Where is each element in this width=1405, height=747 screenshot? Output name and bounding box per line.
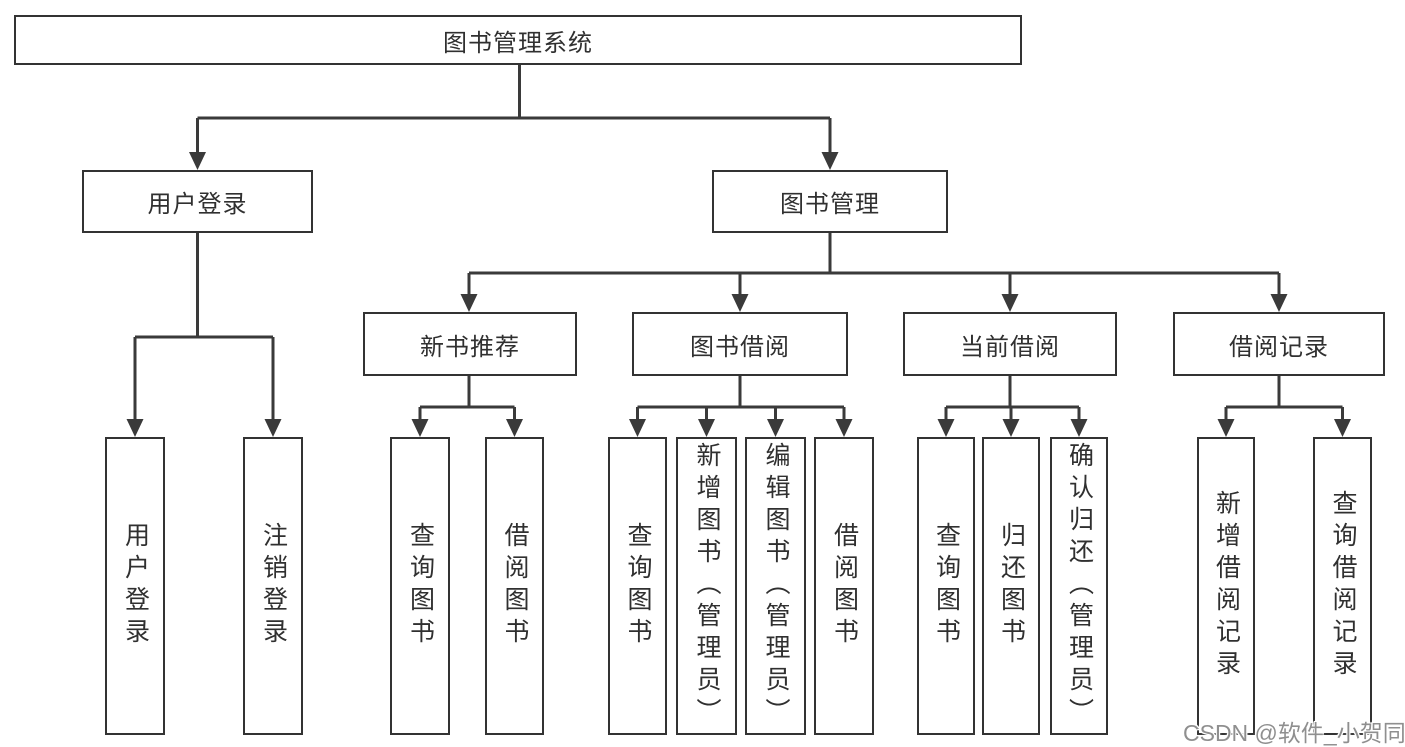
leaf-user-login: 用户登录	[105, 437, 165, 735]
edge-borrow-records-to-leaves	[1224, 376, 1344, 419]
node-borrowing-records: 借阅记录	[1173, 312, 1385, 376]
leaf-query-books-borrow: 查询图书	[608, 437, 667, 735]
edge-root-to-level2	[196, 65, 832, 152]
edge-borrow-records-arrowheads	[1217, 419, 1351, 437]
edge-book-borrow-to-leaves	[636, 376, 846, 419]
edge-root-to-level2-arrowheads	[189, 152, 839, 170]
node-book-management: 图书管理	[712, 170, 948, 233]
leaf-query-books-current: 查询图书	[917, 437, 975, 735]
leaf-query-books-recommend: 查询图书	[390, 437, 450, 735]
leaf-add-books-admin: 新增图书（管理员）	[676, 437, 737, 735]
edge-new-book-arrowheads	[411, 419, 523, 437]
node-user-login: 用户登录	[82, 170, 313, 233]
edge-new-book-to-leaves	[418, 376, 516, 419]
edge-user-login-arrowheads	[126, 419, 282, 437]
leaf-edit-books-admin: 编辑图书（管理员）	[745, 437, 806, 735]
csdn-watermark: CSDN @软件_小贺同学	[1183, 720, 1405, 746]
leaf-query-borrow-record: 查询借阅记录	[1313, 437, 1372, 735]
edge-current-borrow-to-leaves	[944, 376, 1081, 419]
node-root-library-management-system: 图书管理系统	[14, 15, 1022, 65]
leaf-borrow-books: 借阅图书	[814, 437, 874, 735]
node-new-book-recommendation: 新书推荐	[363, 312, 577, 376]
edge-book-management-to-level3	[467, 233, 1281, 294]
leaf-confirm-return-admin: 确认归还（管理员）	[1050, 437, 1108, 735]
node-book-borrowing: 图书借阅	[632, 312, 848, 376]
edge-current-borrow-arrowheads	[937, 419, 1088, 437]
leaf-add-borrow-record: 新增借阅记录	[1197, 437, 1255, 735]
leaf-return-books: 归还图书	[982, 437, 1040, 735]
node-current-borrowing: 当前借阅	[903, 312, 1117, 376]
leaf-borrow-books-recommend: 借阅图书	[485, 437, 544, 735]
leaf-logout: 注销登录	[243, 437, 303, 735]
edge-book-management-arrowheads	[460, 294, 1288, 312]
edge-book-borrow-arrowheads	[629, 419, 853, 437]
edge-user-login-to-leaves	[133, 233, 275, 419]
